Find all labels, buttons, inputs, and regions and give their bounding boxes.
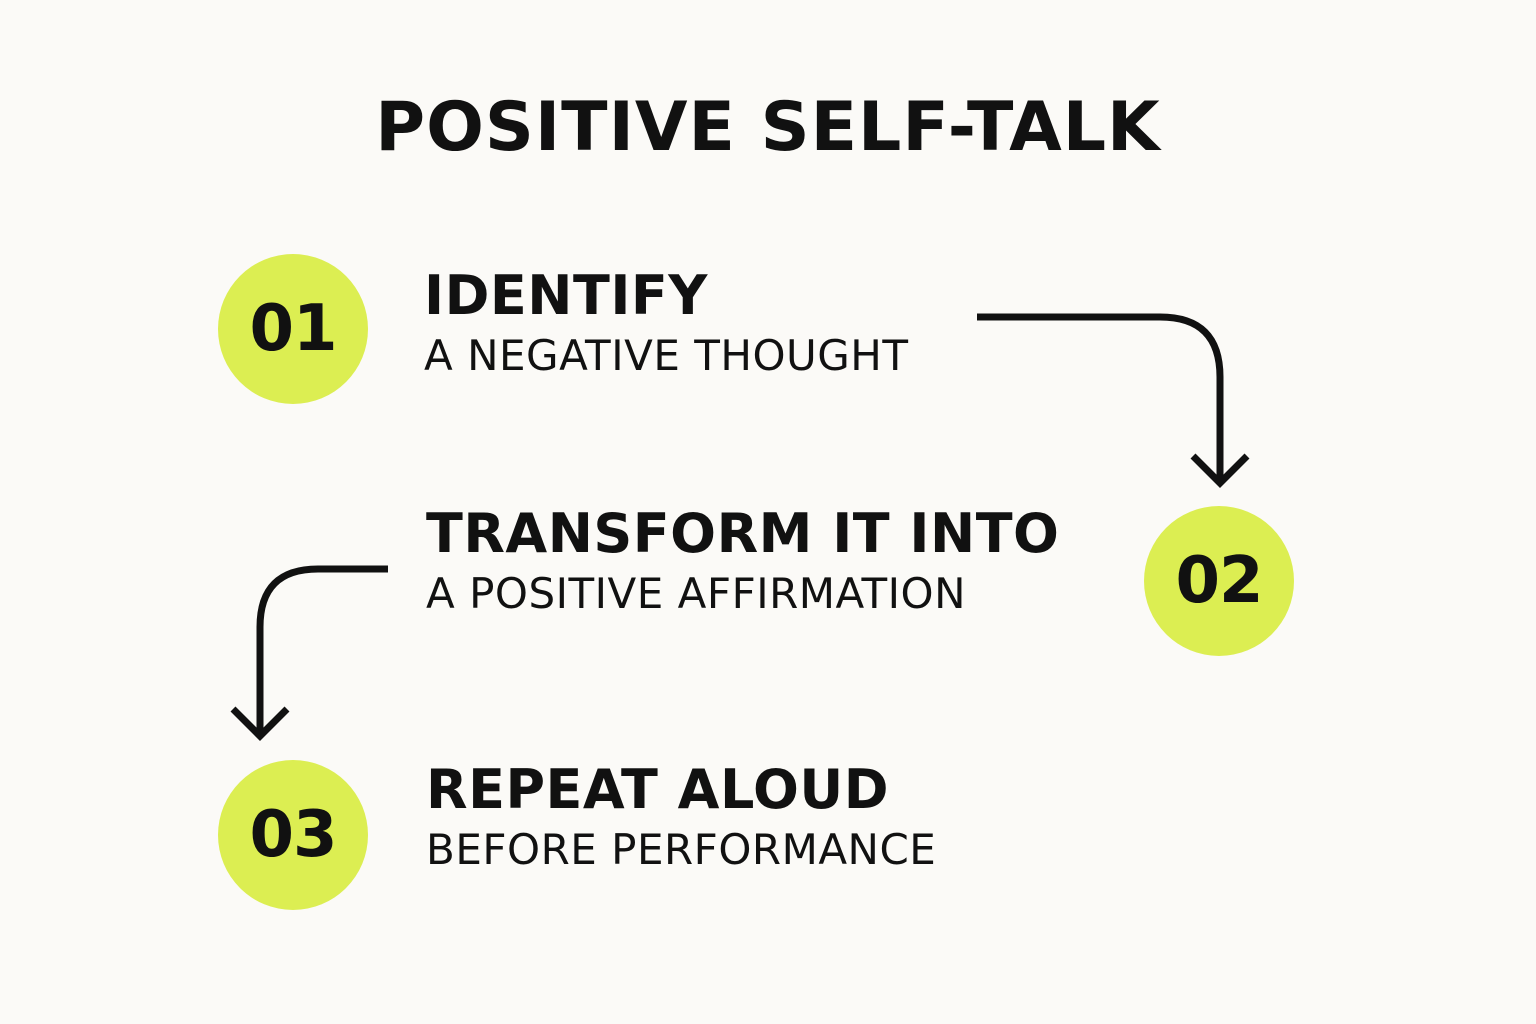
- step-3-number-badge: 03: [218, 760, 368, 910]
- arrow-2-to-3-head: [230, 706, 290, 741]
- step-2-subtext: A POSITIVE AFFIRMATION: [426, 569, 967, 618]
- step-3-subtext: BEFORE PERFORMANCE: [426, 825, 937, 874]
- step-1-number-badge: 01: [218, 254, 368, 404]
- step-2-number-badge: 02: [1144, 506, 1294, 656]
- step-2-number: 02: [1175, 544, 1263, 618]
- step-1-number: 01: [249, 292, 337, 366]
- step-3-text: REPEAT ALOUD BEFORE PERFORMANCE: [426, 758, 936, 878]
- arrow-2-to-3: [256, 565, 388, 733]
- step-1-text: IDENTIFY A NEGATIVE THOUGHT: [424, 264, 909, 384]
- diagram-title: POSITIVE SELF-TALK: [375, 88, 1161, 167]
- arrow-1-to-2-head: [1190, 453, 1250, 488]
- step-1-subtext: A NEGATIVE THOUGHT: [424, 331, 909, 380]
- step-2-heading: TRANSFORM IT INTO: [426, 502, 1060, 565]
- step-2-text: TRANSFORM IT INTO A POSITIVE AFFIRMATION: [426, 502, 1059, 622]
- step-1-heading: IDENTIFY: [424, 264, 708, 327]
- step-3-number: 03: [249, 798, 337, 872]
- step-3-heading: REPEAT ALOUD: [426, 758, 890, 821]
- arrow-1-to-2: [977, 313, 1224, 480]
